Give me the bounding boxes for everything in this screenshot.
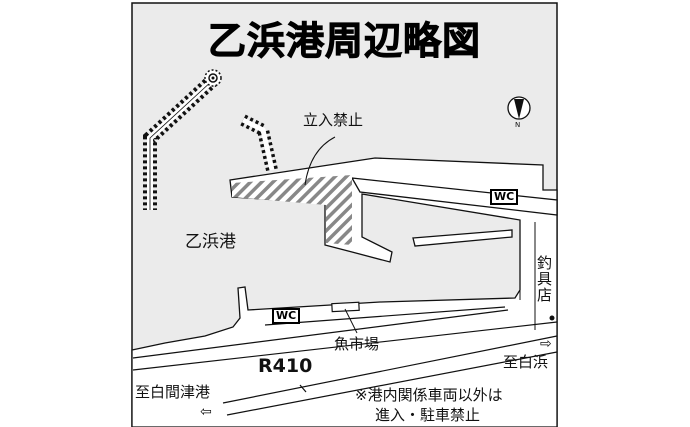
lighthouse-icon — [204, 69, 222, 87]
restricted-area — [232, 175, 352, 245]
land — [131, 157, 558, 427]
north-label: N — [515, 121, 521, 129]
toilet-badge: WC — [490, 189, 519, 205]
no-entry-label: 立入禁止 — [303, 111, 364, 129]
fish-market-label: 魚市場 — [334, 335, 380, 353]
to-shiramazu-label: 至白間津港 — [135, 383, 211, 401]
tackle-shop-label: 釣具店 — [535, 255, 553, 303]
no-entry-leader — [304, 136, 336, 186]
inner-pier — [350, 177, 558, 216]
route-label: R410 — [258, 355, 313, 377]
port-name-label: 乙浜港 — [185, 232, 236, 252]
note-line-2: 進入・駐車禁止 — [375, 406, 481, 424]
arrow-left-icon: ⇦ — [200, 404, 212, 420]
map-title: 乙浜港周辺略図 — [207, 19, 481, 64]
to-shirahama-label: 至白浜 — [503, 353, 549, 371]
note-line-1: ※港内関係車両以外は — [355, 386, 503, 404]
tackle-shop-marker — [549, 315, 555, 321]
toilet-badge: WC — [272, 308, 301, 324]
east-pier — [412, 229, 513, 247]
arrow-right-icon: ⇨ — [540, 336, 552, 352]
north-arrow-icon — [507, 96, 531, 120]
roads — [132, 306, 558, 416]
fish-market-leader — [344, 308, 358, 334]
